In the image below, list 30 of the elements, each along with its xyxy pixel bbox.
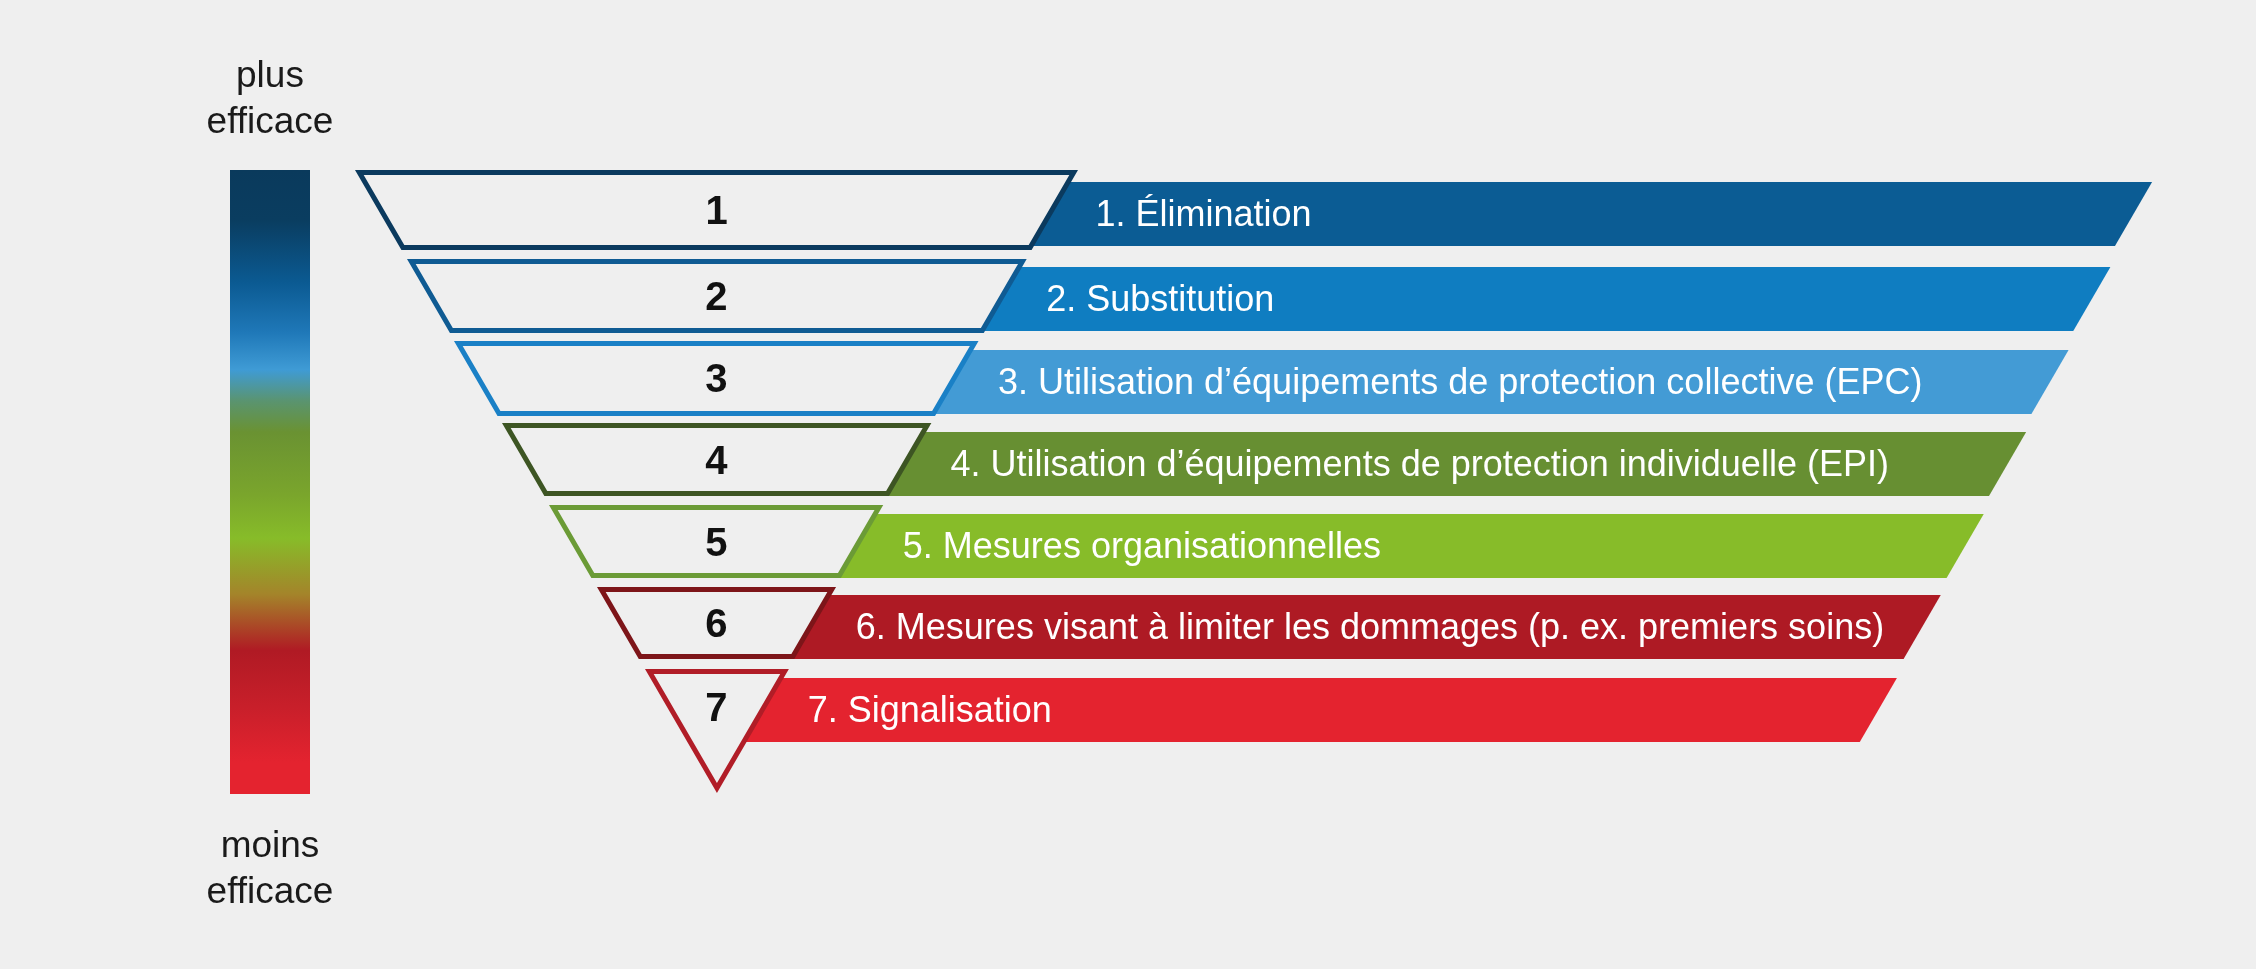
measure-label: 6. Mesures visant à limiter les dommages (p. ex. premiers soins) — [855, 609, 1885, 645]
measure-band — [1031, 182, 2152, 246]
measure-label: 4. Utilisation d’équipements de protection individuelle (EPI) — [950, 446, 1889, 482]
measure-band — [886, 432, 2026, 496]
measure-band — [792, 595, 1941, 659]
level-number: 2 — [705, 276, 728, 316]
measure-label: 5. Mesures organisationnelles — [902, 528, 1382, 564]
level-number: 3 — [705, 358, 728, 398]
measure-label: 3. Utilisation d’équipements de protection collective (EPC) — [997, 364, 1923, 400]
level-number: 6 — [705, 603, 728, 643]
measure-band — [744, 678, 1897, 742]
pyramid-level-trapezoid — [549, 505, 884, 578]
scale-label: moins efficace — [206, 823, 334, 913]
measure-band — [839, 514, 1984, 578]
level-number: 4 — [705, 440, 728, 480]
measure-label: 2. Substitution — [1046, 281, 1275, 317]
measure-band — [934, 350, 2069, 414]
pyramid-level-trapezoid — [596, 587, 836, 659]
pyramid-level-trapezoid — [501, 423, 932, 496]
measure-label: 1. Élimination — [1095, 196, 1312, 232]
pyramid-level-trapezoid — [406, 259, 1027, 333]
level-number: 1 — [705, 190, 728, 230]
level-number: 5 — [705, 522, 728, 562]
pyramid-level-trapezoid — [355, 170, 1078, 250]
pyramid-level-trapezoid — [644, 669, 789, 793]
measure-band — [982, 267, 2110, 331]
measure-label: 7. Signalisation — [807, 692, 1052, 728]
level-number: 7 — [705, 687, 728, 727]
pyramid-level-trapezoid — [454, 341, 979, 416]
scale-label: plus efficace — [206, 53, 334, 143]
